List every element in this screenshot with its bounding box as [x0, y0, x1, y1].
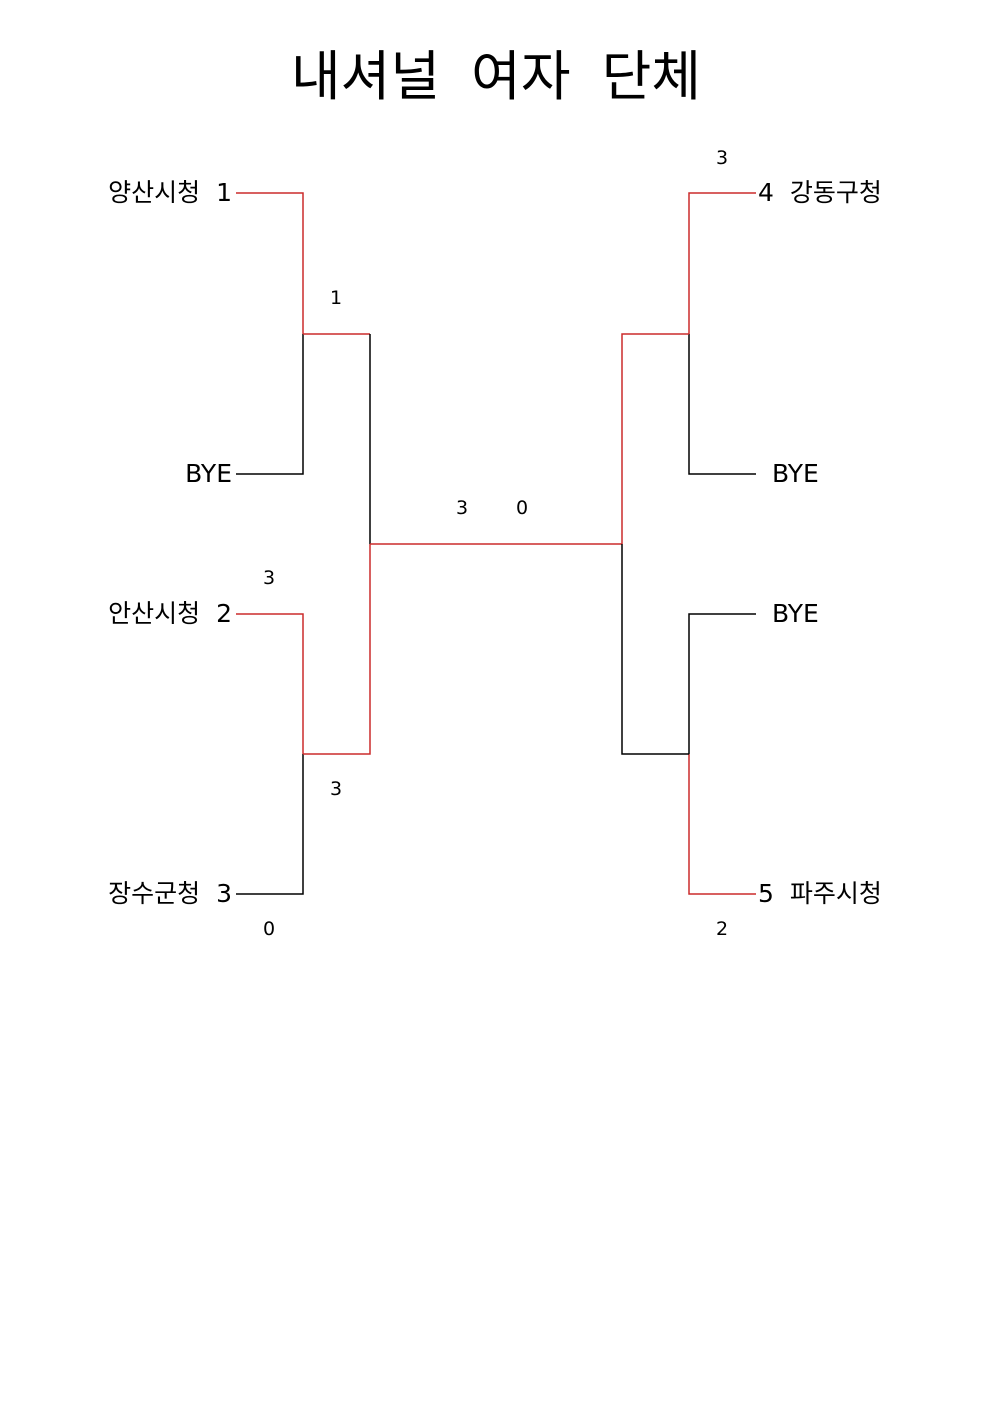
- team-label-left-3: 장수군청 3: [40, 878, 232, 910]
- team-name: 양산시청: [108, 178, 201, 207]
- line-team2: [236, 613, 304, 754]
- team-label-left-1: 양산시청 1: [40, 177, 232, 209]
- team-label-right-4: 4 강동구청: [758, 177, 882, 209]
- team-seed: 3: [216, 879, 232, 908]
- team-name: 파주시청: [789, 879, 882, 908]
- score-final-left: 3: [455, 497, 469, 519]
- line-left-semi-bottom: [303, 544, 371, 755]
- line-right-semi-bottom: [621, 544, 689, 755]
- bye-label-right-2: BYE: [772, 599, 819, 628]
- score-right-team5: 2: [715, 918, 729, 940]
- team-name: 강동구청: [789, 178, 882, 207]
- line-bye-right2: [688, 613, 756, 754]
- score-final-right: 0: [515, 497, 529, 519]
- team-seed: 2: [216, 599, 232, 628]
- bye-label-left: BYE: [185, 459, 232, 488]
- page-title: 내셔널 여자 단체: [290, 45, 702, 108]
- score-left-team2: 3: [262, 567, 276, 589]
- line-team1: [236, 192, 304, 334]
- team-label-left-2: 안산시청 2: [40, 598, 232, 630]
- line-team4: [688, 192, 756, 334]
- score-left-team3: 0: [262, 918, 276, 940]
- score-left-semi-bottom: 3: [329, 778, 343, 800]
- score-left-semi-top: 1: [329, 287, 343, 309]
- score-right-team4: 3: [715, 147, 729, 169]
- bye-label-right-1: BYE: [772, 459, 819, 488]
- team-seed: 1: [216, 178, 232, 207]
- team-seed: 5: [758, 879, 774, 908]
- team-seed: 4: [758, 178, 774, 207]
- team-name: 안산시청: [108, 599, 201, 628]
- line-team3: [236, 754, 304, 895]
- line-bye-left: [236, 334, 304, 475]
- team-name: 장수군청: [108, 879, 201, 908]
- line-bye-right1: [688, 334, 756, 475]
- team-label-right-5: 5 파주시청: [758, 878, 882, 910]
- line-right-semi-top: [621, 333, 689, 544]
- line-team5: [688, 754, 756, 895]
